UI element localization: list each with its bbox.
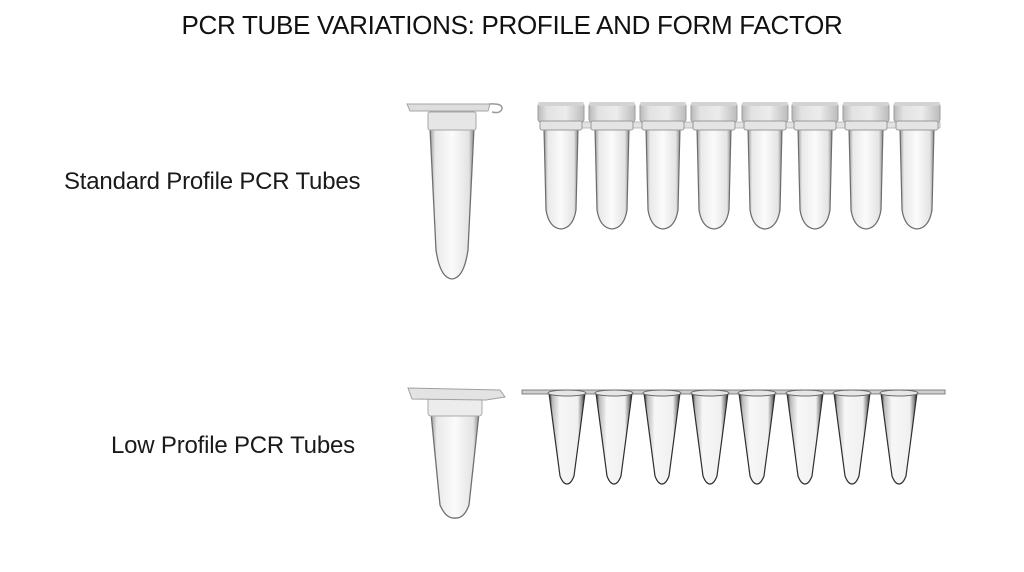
- standard-profile-label: Standard Profile PCR Tubes: [64, 168, 361, 195]
- low-single-tube-image: [407, 387, 506, 519]
- standard-single-tube-image: [406, 103, 503, 280]
- page-title: PCR TUBE VARIATIONS: PROFILE AND FORM FA…: [181, 10, 843, 40]
- standard-strip-image: [537, 101, 941, 230]
- low-strip-image: [547, 389, 919, 485]
- low-strip-rim: [521, 389, 946, 395]
- low-profile-label: Low Profile PCR Tubes: [111, 432, 355, 459]
